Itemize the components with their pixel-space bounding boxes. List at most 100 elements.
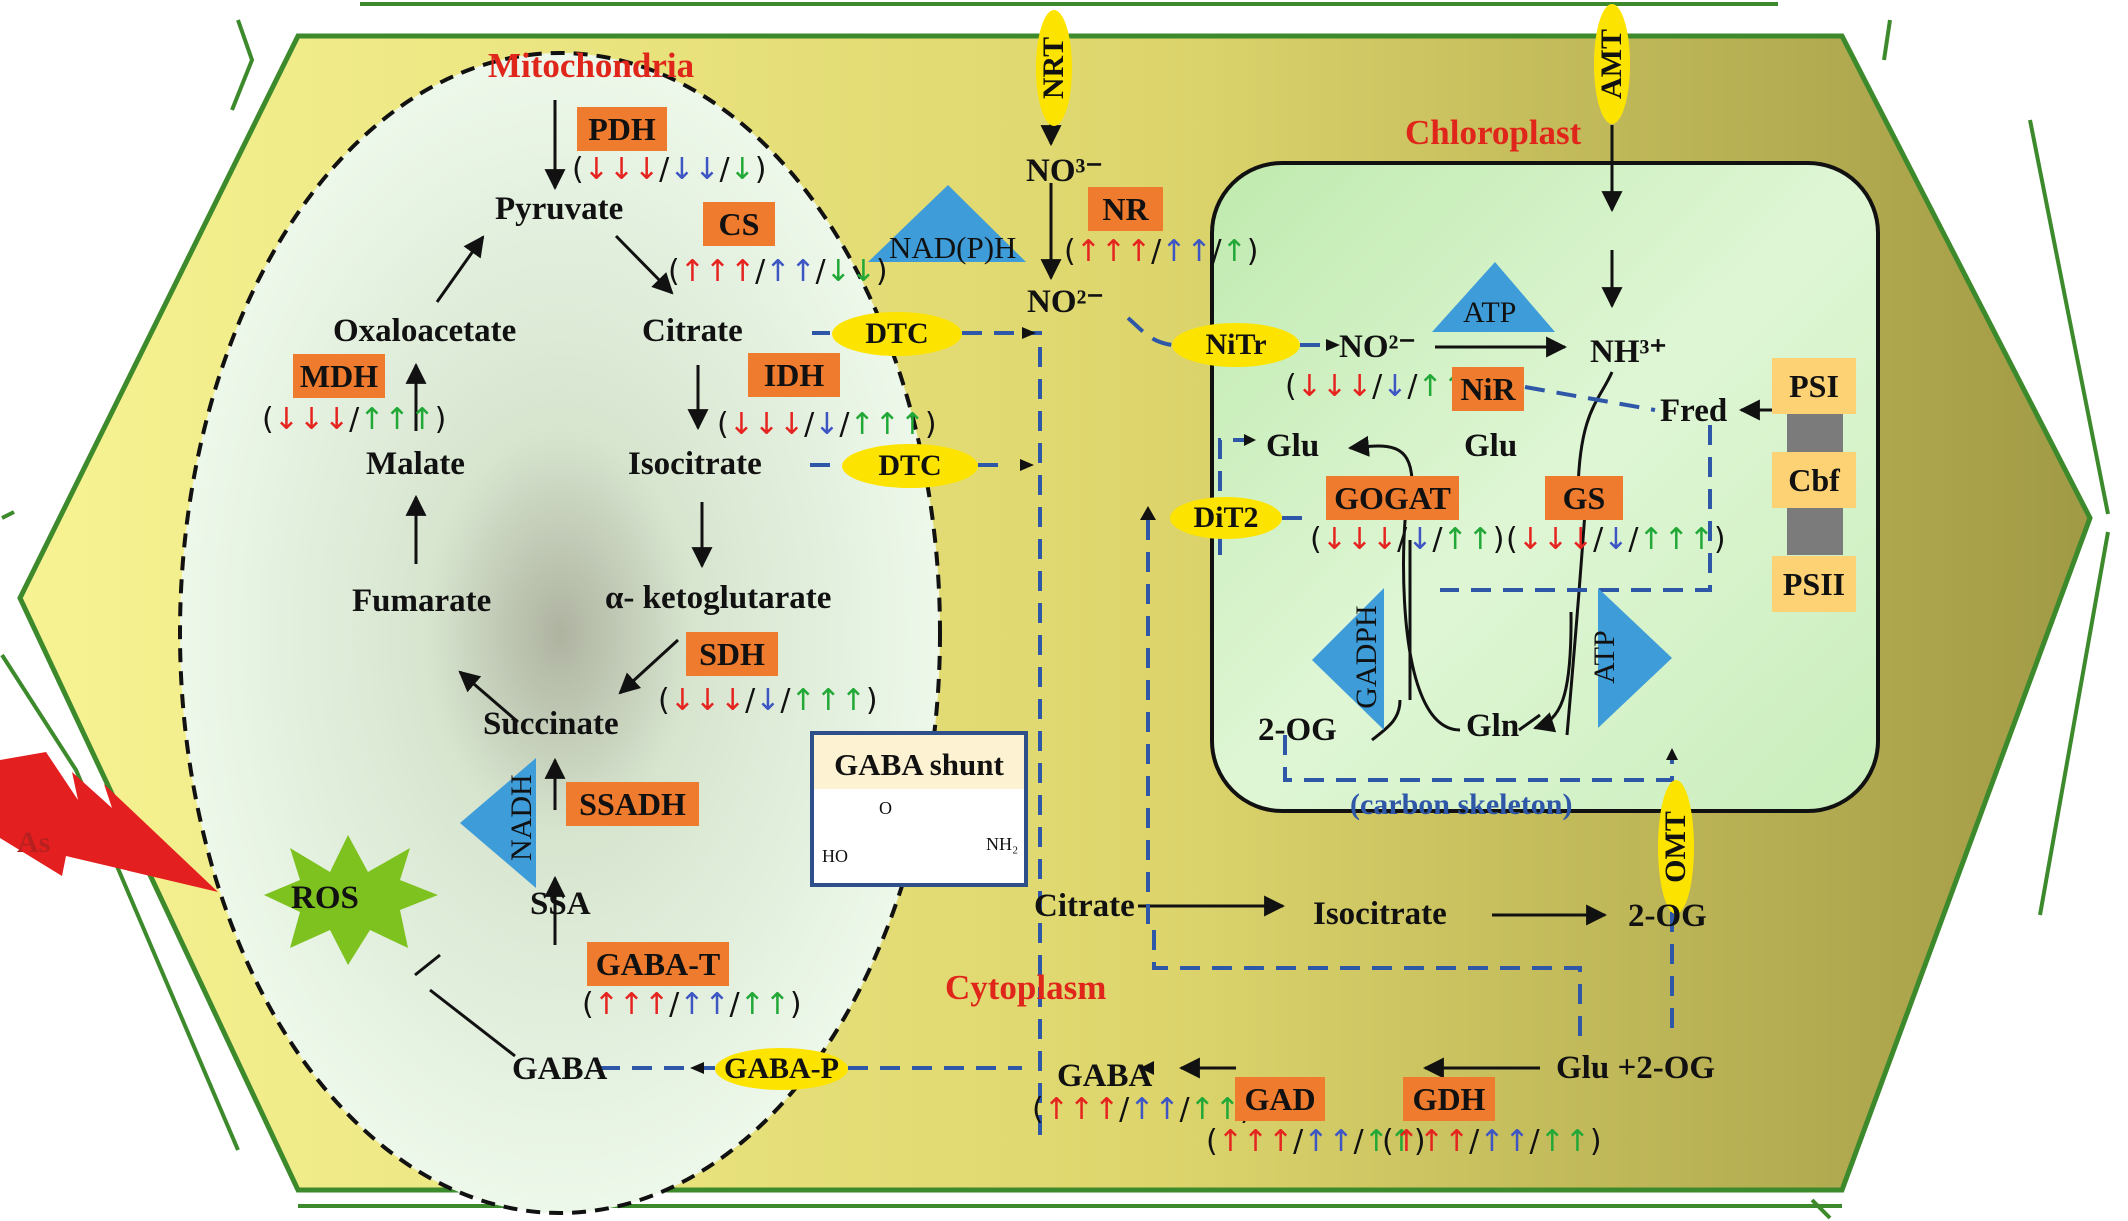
regulation-arrows-b: ↓ xyxy=(1407,522,1433,557)
no3-label: NO³⁻ xyxy=(1026,153,1103,189)
regulation-arrows-g: ↑↑↑ xyxy=(1638,522,1714,557)
gs-enzyme: GS xyxy=(1545,476,1623,520)
mdh-regulation: (↓↓↓/↑↑↑) xyxy=(262,402,447,437)
nitr-transporter: NiTr xyxy=(1172,323,1300,367)
regulation-arrows-g: ↓ xyxy=(729,152,755,187)
cytoplasm-title: Cytoplasm xyxy=(945,968,1107,1007)
malate-label: Malate xyxy=(366,446,465,482)
ros-label: ROS xyxy=(291,880,359,916)
regulation-arrows-b: ↑↑ xyxy=(1129,1092,1180,1127)
glu-2og-label: Glu +2-OG xyxy=(1556,1050,1716,1086)
regulation-arrows-b: ↑↑ xyxy=(1303,1124,1354,1159)
regulation-arrows-b: ↓ xyxy=(755,683,781,718)
regulation-arrows-r: ↓↓↓ xyxy=(1321,522,1398,557)
nr-enzyme: NR xyxy=(1088,187,1163,231)
regulation-arrows-g: ↑↑ xyxy=(1189,1092,1240,1127)
idh-regulation: (↓↓↓/↓/↑↑↑) xyxy=(717,407,937,442)
regulation-arrows-g: ↑↑ xyxy=(1363,1124,1414,1159)
fred-label: Fred xyxy=(1660,393,1728,429)
regulation-arrows-r: ↑↑↑ xyxy=(1075,234,1152,269)
gaba-t-regulation: (↑↑↑/↑↑/↑↑) xyxy=(582,987,802,1022)
atp-triangle-top xyxy=(1432,262,1555,332)
psii-box: PSII xyxy=(1772,556,1856,612)
regulation-arrows-r: ↓↓↓ xyxy=(728,407,805,442)
regulation-arrows-r: ↑↑↑ xyxy=(1217,1124,1294,1159)
citrate-cyto-label: Citrate xyxy=(1034,888,1135,924)
nadph-triangle xyxy=(868,185,1026,262)
gad-enzyme: GAD xyxy=(1235,1077,1325,1121)
gdh-enzyme: GDH xyxy=(1403,1077,1495,1121)
regulation-arrows-r: ↓↓↓ xyxy=(583,152,660,187)
succinate-label: Succinate xyxy=(483,706,619,742)
pdh-regulation: (↓↓↓/↓↓/↓) xyxy=(572,152,767,187)
regulation-arrows-b: ↑↑ xyxy=(679,987,730,1022)
omt-transporter: OMT xyxy=(1658,780,1694,914)
cs-regulation: (↑↑↑/↑↑/↓↓) xyxy=(668,254,888,289)
regulation-arrows-g: ↑↑ xyxy=(1539,1124,1590,1159)
glu-right-label: Glu xyxy=(1464,428,1518,464)
nr-regulation: (↑↑↑/↑↑/↑) xyxy=(1064,234,1259,269)
gs-regulation: (↓↓↓/↓/↑↑↑) xyxy=(1506,522,1726,557)
sdh-regulation: (↓↓↓/↓/↑↑↑) xyxy=(658,683,878,718)
mitochondrion xyxy=(178,51,942,1215)
mdh-enzyme: MDH xyxy=(293,354,385,398)
regulation-arrows-g: ↑↑↑ xyxy=(790,683,866,718)
gogat-enzyme: GOGAT xyxy=(1326,476,1459,520)
gaba-t-enzyme: GABA-T xyxy=(587,942,729,986)
regulation-arrows-r: ↑↑↑ xyxy=(1043,1092,1120,1127)
regulation-arrows-g: ↑↑ xyxy=(1442,522,1493,557)
glu-left-label: Glu xyxy=(1266,428,1320,464)
dit2-transporter: DiT2 xyxy=(1170,497,1282,539)
citrate-mito-label: Citrate xyxy=(642,313,743,349)
alpha-ketoglutarate-label: α- ketoglutarate xyxy=(605,580,832,616)
gaba-mito-label: GABA xyxy=(512,1051,608,1087)
gogat-regulation: (↓↓↓/↓/↑↑) xyxy=(1310,522,1505,557)
atp-right-label: ATP xyxy=(1588,630,1621,684)
2og-cyto-label: 2-OG xyxy=(1628,898,1707,934)
isocitrate-cyto-label: Isocitrate xyxy=(1313,896,1447,932)
gaba-cyto-regulation: (↑↑↑/↑↑/↑↑) xyxy=(1032,1092,1252,1127)
cbf-box: Cbf xyxy=(1772,452,1856,508)
mitochondria-title: Mitochondria xyxy=(488,46,695,85)
isocitrate-mito-label: Isocitrate xyxy=(628,446,762,482)
ros-burst xyxy=(264,835,438,965)
nadph-label: NAD(P)H xyxy=(889,230,1017,265)
cs-enzyme: CS xyxy=(703,202,775,246)
regulation-arrows-g: ↑↑ xyxy=(739,987,790,1022)
regulation-arrows-b: ↓ xyxy=(1603,522,1629,557)
regulation-arrows-b: ↓ xyxy=(1382,369,1408,404)
regulation-arrows-b: ↓↓ xyxy=(669,152,720,187)
dtc-transporter-2: DTC xyxy=(842,444,978,488)
gaba-p-transporter: GABA-P xyxy=(715,1048,848,1090)
amt-transporter: AMT xyxy=(1594,4,1630,124)
gaba-shunt-header xyxy=(814,735,1024,789)
fumarate-label: Fumarate xyxy=(352,583,492,619)
ssa-label: SSA xyxy=(530,886,591,922)
as-lightning xyxy=(0,752,218,892)
nadh-label: NADH xyxy=(505,774,538,861)
gaba-shunt-title: GABA shunt xyxy=(834,747,1004,782)
regulation-arrows-g: ↑↑↑ xyxy=(849,407,925,442)
gadph-label: GADPH xyxy=(1350,605,1383,709)
gad-regulation: (↑↑↑/↑↑/↑↑) xyxy=(1206,1124,1426,1159)
pyruvate-label: Pyruvate xyxy=(495,191,624,227)
atp-triangle-right xyxy=(1598,588,1672,728)
regulation-arrows-b: ↓ xyxy=(814,407,840,442)
gln-label: Gln xyxy=(1466,708,1520,744)
atp-top-label: ATP xyxy=(1463,296,1517,329)
dtc-transporter-1: DTC xyxy=(832,312,962,356)
regulation-arrows-g: ↑↑↑ xyxy=(359,402,435,437)
gdh-regulation: (↑↑↑/↑↑/↑↑) xyxy=(1382,1124,1602,1159)
gaba-shunt-box: GABA shunt HO NH₂ O xyxy=(810,731,1028,887)
2og-chloro-label: 2-OG xyxy=(1258,712,1337,748)
regulation-arrows-r: ↓↓↓ xyxy=(273,402,350,437)
gaba-structure-nh2: NH₂ xyxy=(986,834,1019,854)
regulation-arrows-r: ↑↑↑ xyxy=(593,987,670,1022)
gaba-cyto-label: GABA xyxy=(1057,1058,1153,1094)
oxaloacetate-label: Oxaloacetate xyxy=(333,313,517,349)
sdh-enzyme: SDH xyxy=(686,632,778,676)
gadph-triangle xyxy=(1312,588,1384,730)
carbon-skeleton-label: (carbon skeleton) xyxy=(1350,788,1573,821)
ssadh-enzyme: SSADH xyxy=(566,782,699,826)
idh-enzyme: IDH xyxy=(748,353,840,397)
